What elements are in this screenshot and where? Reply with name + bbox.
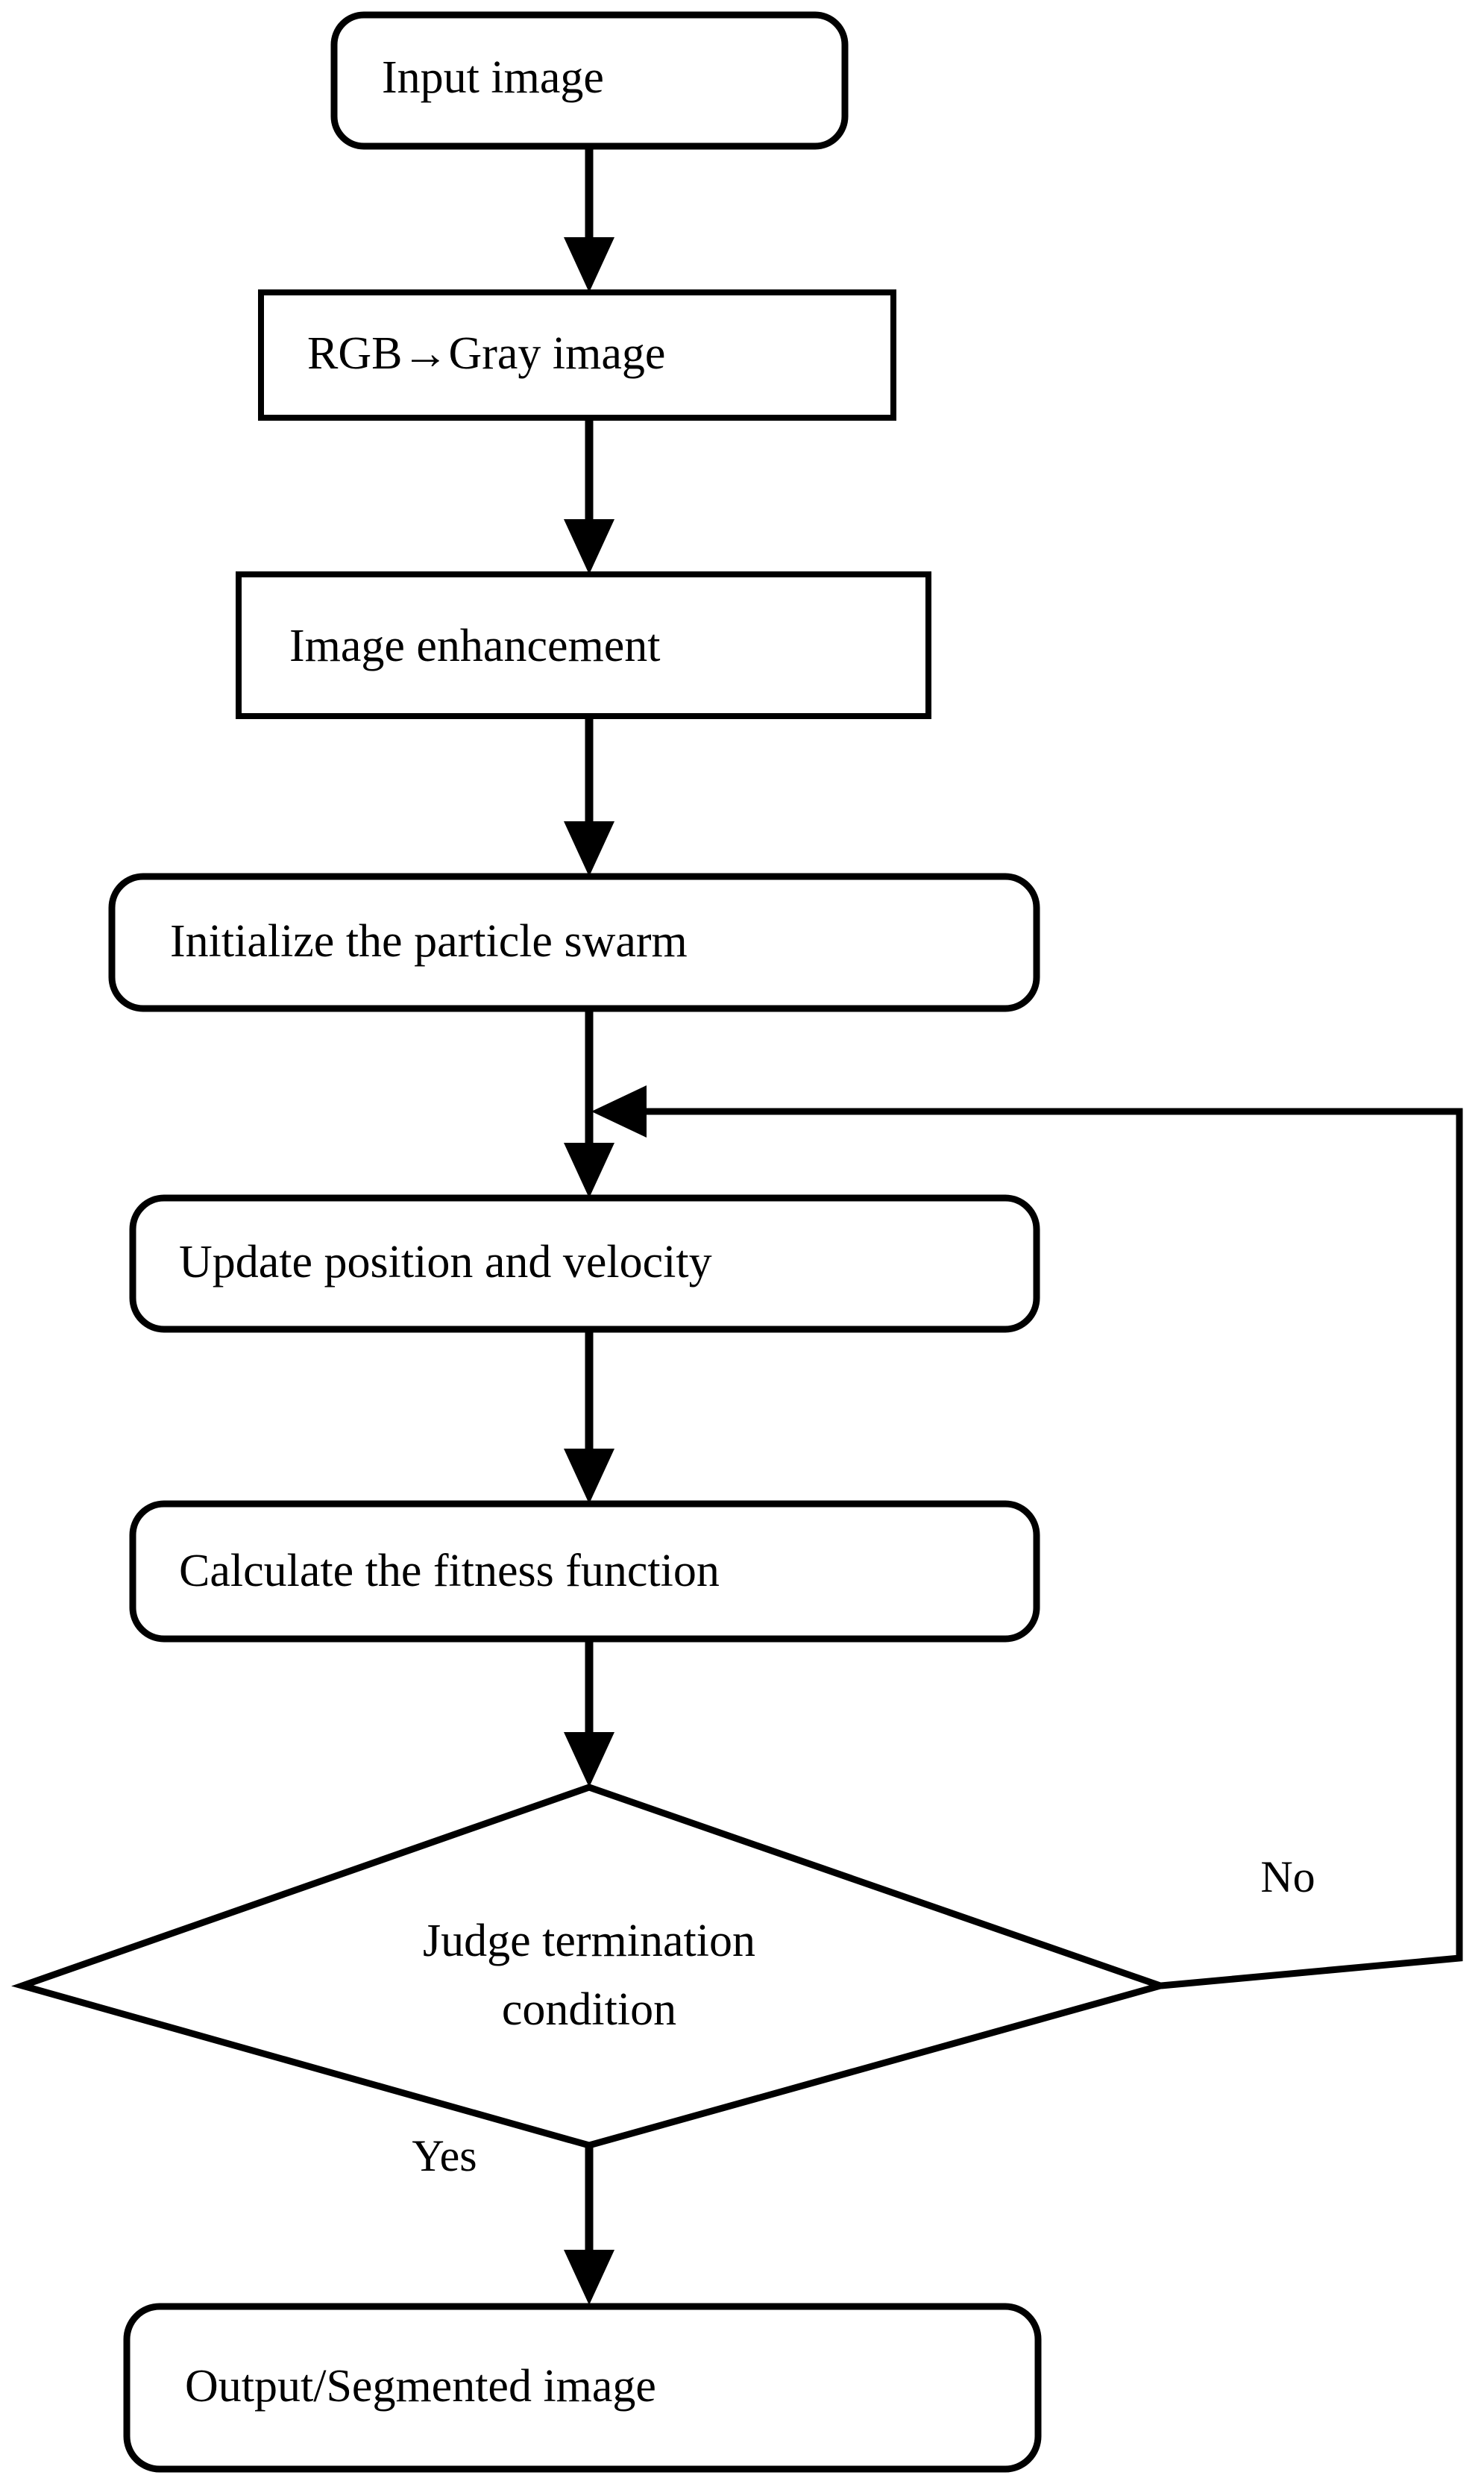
edge-update-to-fitness <box>564 1329 614 1504</box>
edge-gray-to-enhance <box>564 418 614 574</box>
edge-judge-yes-to-output <box>564 2145 614 2305</box>
node-judge-termination-condition[interactable]: Judge termination condition <box>11 1784 1172 2149</box>
node-input-image-label: Input image <box>382 52 604 103</box>
node-rgb-to-gray[interactable]: RGB→Gray image <box>258 289 896 421</box>
node-calculate-fitness-function-label: Calculate the fitness function <box>179 1546 720 1596</box>
node-initialize-particle-swarm-label: Initialize the particle swarm <box>170 916 688 967</box>
node-output-segmented-image-shape[interactable] <box>123 2303 1042 2473</box>
node-update-position-velocity-label: Update position and velocity <box>179 1237 712 1288</box>
node-output-segmented-image-label: Output/Segmented image <box>185 2361 656 2412</box>
node-rgb-to-gray-label: RGB→Gray image <box>307 328 665 379</box>
node-image-enhancement[interactable]: Image enhancement <box>236 571 931 719</box>
edge-judge-no-loopback <box>591 1085 1463 1989</box>
node-update-position-velocity-shape[interactable] <box>129 1194 1040 1333</box>
node-judge-termination-condition-label-line1: Judge termination <box>423 1916 755 1966</box>
node-output-segmented-image[interactable]: Output/Segmented image <box>123 2303 1042 2473</box>
edge-init-to-update <box>564 1009 614 1198</box>
node-judge-termination-condition-label-line2: condition <box>502 1984 676 2035</box>
node-input-image-shape[interactable] <box>330 11 849 150</box>
edge-label-yes: Yes <box>412 2131 477 2180</box>
node-judge-termination-condition-shape[interactable] <box>11 1784 1172 2149</box>
node-calculate-fitness-function[interactable]: Calculate the fitness function <box>129 1500 1040 1643</box>
node-image-enhancement-label: Image enhancement <box>289 621 660 671</box>
edge-input-to-gray <box>564 146 614 292</box>
edge-enhance-to-init <box>564 716 614 876</box>
edge-fitness-to-judge <box>564 1639 614 1787</box>
node-rgb-to-gray-shape[interactable] <box>258 289 896 421</box>
node-calculate-fitness-function-shape[interactable] <box>129 1500 1040 1643</box>
node-initialize-particle-swarm[interactable]: Initialize the particle swarm <box>108 873 1040 1012</box>
edge-label-no: No <box>1260 1852 1315 1901</box>
node-input-image[interactable]: Input image <box>330 11 849 150</box>
node-image-enhancement-shape[interactable] <box>236 571 931 719</box>
node-initialize-particle-swarm-shape[interactable] <box>108 873 1040 1012</box>
node-update-position-velocity[interactable]: Update position and velocity <box>129 1194 1040 1333</box>
